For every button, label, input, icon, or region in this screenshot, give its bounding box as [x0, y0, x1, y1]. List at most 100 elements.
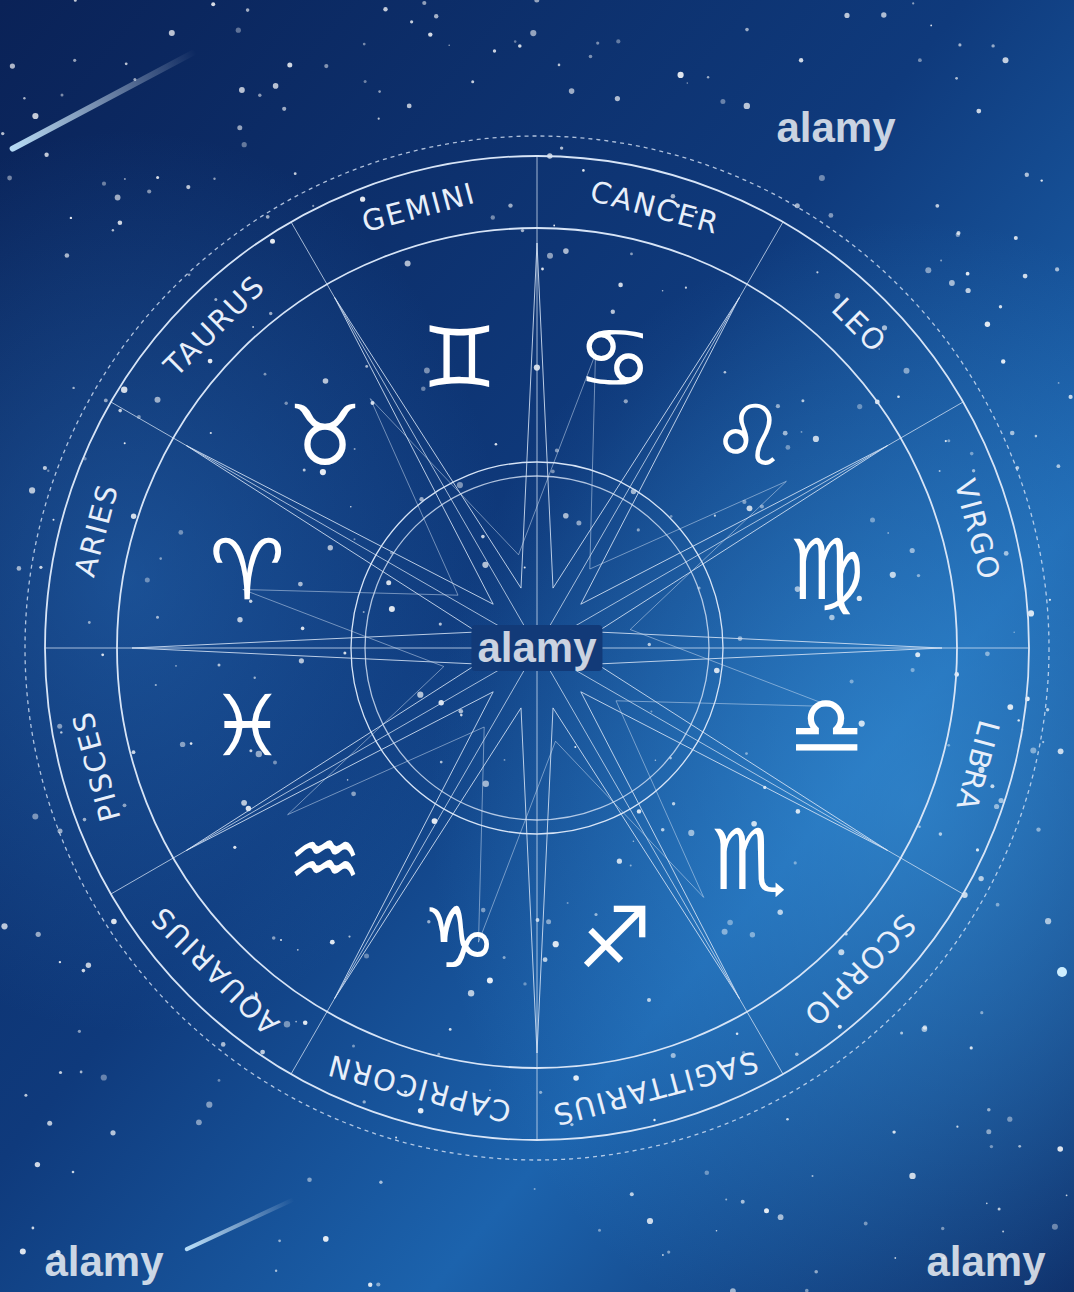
star-dot — [323, 378, 329, 384]
dashed-ring — [25, 136, 1049, 1160]
watermark: alamy — [920, 1239, 1051, 1285]
star-dot — [653, 1119, 655, 1121]
star-dot — [647, 1218, 653, 1224]
star-dot — [1010, 431, 1015, 436]
star-dot — [569, 88, 575, 94]
star-dot — [1, 923, 7, 929]
star-dot — [801, 399, 804, 402]
star-dot — [558, 64, 561, 67]
star-dot — [835, 293, 841, 299]
sector-line — [537, 156, 538, 648]
star-dot — [1018, 1145, 1021, 1148]
star-dot — [670, 515, 673, 518]
star-dot — [298, 582, 303, 587]
star-dot — [955, 77, 958, 80]
star-dot — [125, 62, 128, 65]
star-dot — [405, 261, 411, 267]
star-dot — [155, 397, 161, 403]
star-dot — [521, 229, 524, 232]
star-dot — [1035, 435, 1038, 438]
star-dot — [312, 205, 314, 207]
star-dot — [437, 1053, 440, 1056]
star-dot — [1004, 551, 1009, 556]
star-dot — [890, 572, 896, 578]
star-dot — [778, 1214, 784, 1220]
star-dot — [671, 1053, 676, 1058]
star-dot — [1036, 827, 1040, 831]
star-dot — [418, 1108, 424, 1114]
sector-line — [537, 648, 538, 1140]
star-dot — [273, 83, 279, 89]
star-dot — [518, 44, 522, 48]
star-dot — [1069, 395, 1073, 399]
star-dot — [630, 1192, 634, 1196]
star-dot — [582, 169, 585, 172]
star-dot — [343, 651, 346, 654]
star-dot — [101, 1074, 107, 1080]
star-dot — [1045, 918, 1051, 924]
sector-line — [537, 648, 1029, 649]
star-dot — [838, 1025, 842, 1029]
star-dot — [383, 7, 387, 11]
star-dot — [410, 20, 413, 23]
star-dot — [20, 1249, 26, 1255]
star-dot — [970, 452, 974, 456]
star-dot — [1018, 719, 1020, 721]
star-dot — [523, 982, 526, 985]
star-dot — [987, 1108, 991, 1112]
star-dot — [503, 956, 506, 959]
star-dot — [741, 1200, 745, 1204]
star-dot — [211, 2, 215, 6]
star-dot — [1049, 599, 1051, 601]
star-dot — [633, 841, 635, 843]
star-dot — [449, 1028, 452, 1031]
star-dot — [169, 30, 175, 36]
star-dot — [17, 566, 22, 571]
star-dot — [294, 172, 297, 175]
star-dot — [611, 310, 615, 314]
star-dot — [514, 40, 517, 43]
star-dot — [688, 830, 694, 836]
star-dot — [78, 1030, 81, 1033]
star-dot — [917, 574, 920, 577]
star-dot — [110, 1130, 115, 1135]
star-dot — [24, 1094, 27, 1097]
star-dot — [448, 45, 450, 47]
star-dot — [102, 182, 106, 186]
star-dot — [999, 798, 1004, 803]
star-dot — [254, 677, 256, 679]
star-dot — [864, 1222, 868, 1226]
star-dot — [918, 826, 921, 829]
star-dot — [999, 305, 1002, 308]
star-dot — [156, 616, 159, 619]
star-dot — [727, 920, 733, 926]
star-dot — [1014, 236, 1018, 240]
star-dot — [376, 1282, 380, 1286]
star-dot — [986, 1129, 991, 1134]
star-dot — [440, 761, 443, 764]
star-dot — [1003, 57, 1009, 63]
star-dot — [422, 1, 426, 5]
star-dot — [83, 818, 87, 822]
star-dot — [417, 692, 423, 698]
star-dot — [1041, 179, 1043, 181]
star-dot — [270, 239, 275, 244]
star-dot — [650, 710, 652, 712]
star-dot — [368, 1283, 372, 1287]
star-dot — [720, 99, 725, 104]
star-dot — [744, 103, 750, 109]
star-dot — [347, 779, 349, 781]
star-dot — [925, 267, 931, 273]
star-dot — [186, 185, 190, 189]
star-dot — [524, 567, 526, 569]
star-dot — [949, 280, 955, 286]
star-dot — [812, 1175, 814, 1177]
star-dot — [560, 146, 563, 149]
star-dot — [978, 876, 983, 881]
star-dot — [923, 1025, 927, 1029]
star-dot — [539, 1091, 542, 1094]
star-dot — [990, 1145, 993, 1148]
star-dot — [976, 109, 981, 114]
star-dot — [966, 288, 971, 293]
star-dot — [714, 515, 716, 517]
